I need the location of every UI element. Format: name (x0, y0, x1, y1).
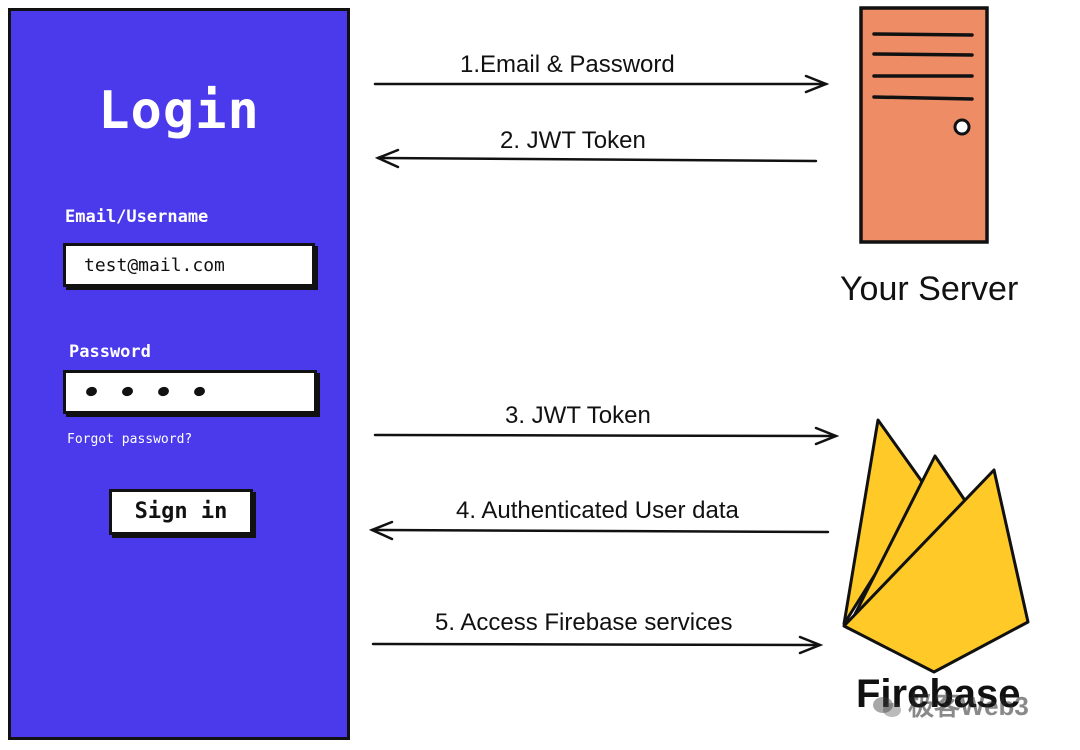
arrow-1-label: 1.Email & Password (460, 51, 675, 78)
arrow-3 (373, 426, 840, 446)
server-label: Your Server (840, 270, 1019, 308)
sign-in-button[interactable]: Sign in (109, 489, 253, 535)
firebase-label: Firebase (856, 672, 1021, 716)
wechat-icon (873, 697, 901, 717)
arrow-2 (374, 148, 818, 169)
login-panel: Login Email/Username test@mail.com Passw… (8, 8, 350, 740)
email-label: Email/Username (65, 207, 209, 227)
password-label: Password (69, 342, 151, 362)
password-field[interactable] (63, 370, 317, 414)
arrow-3-label: 3. JWT Token (505, 402, 651, 429)
arrow-2-label: 2. JWT Token (500, 127, 646, 154)
arrow-5-label: 5. Access Firebase services (435, 609, 733, 636)
watermark-text: 极客Web3 (908, 691, 1029, 721)
arrow-4-label: 4. Authenticated User data (456, 497, 739, 524)
login-title: Login (98, 81, 260, 141)
firebase-icon (842, 418, 1030, 674)
arrow-1 (373, 74, 830, 94)
forgot-password-link[interactable]: Forgot password? (67, 432, 193, 447)
server-icon (859, 6, 989, 244)
watermark: 极客Web3 (872, 686, 1029, 723)
arrow-4 (368, 520, 830, 541)
email-value: test@mail.com (84, 255, 225, 276)
email-field[interactable]: test@mail.com (63, 243, 315, 287)
arrow-5 (371, 635, 824, 655)
